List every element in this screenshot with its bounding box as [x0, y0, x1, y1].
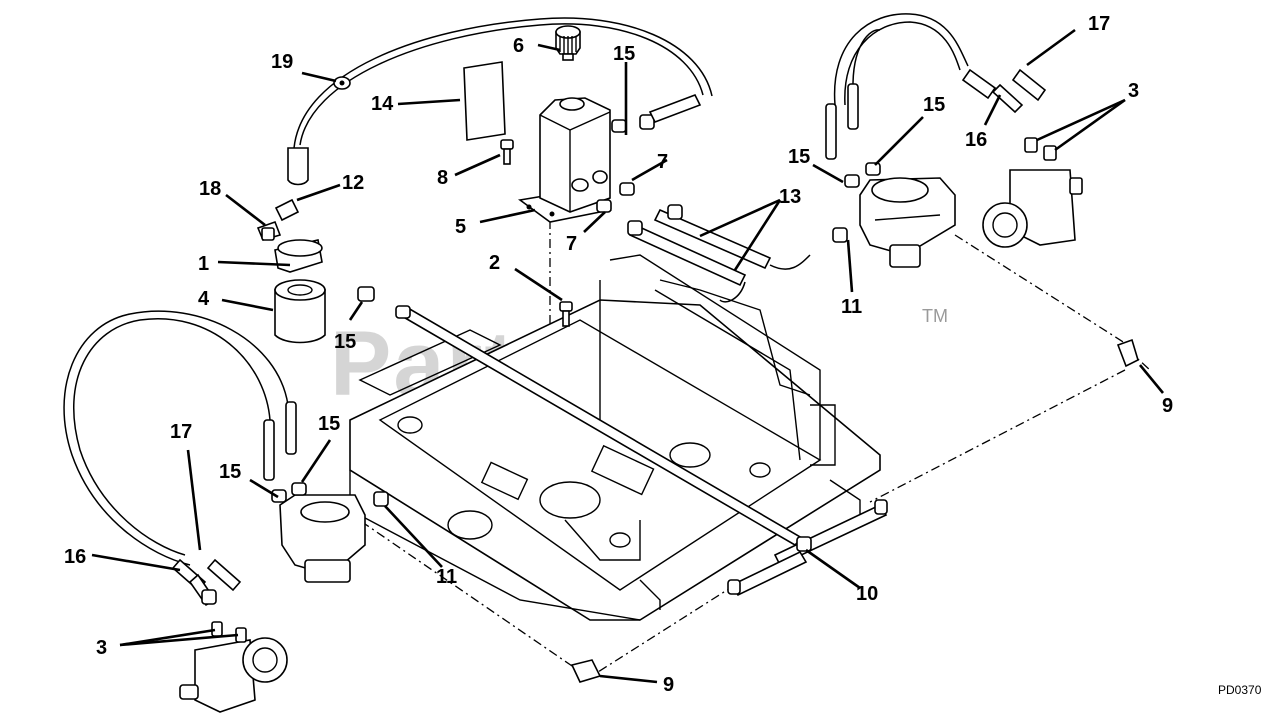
callout-9-a: 9: [1162, 395, 1173, 417]
decal-14: [463, 61, 506, 141]
callout-9-b: 9: [663, 674, 674, 696]
callout-6: 6: [513, 35, 524, 57]
callout-1: 1: [198, 253, 209, 275]
screw-8: [500, 139, 514, 165]
callout-17-b: 17: [170, 421, 192, 443]
callout-3-b: 3: [96, 637, 107, 659]
callout-11-b: 11: [436, 566, 457, 588]
callout-15-c: 15: [788, 146, 810, 168]
pump-left: [271, 482, 389, 583]
callout-4: 4: [198, 288, 210, 310]
fittings-right: [825, 68, 1057, 243]
callout-17-a: 17: [1088, 13, 1110, 35]
callout-5: 5: [455, 216, 466, 238]
callout-7-a: 7: [657, 151, 668, 173]
callout-15-b: 15: [334, 331, 356, 353]
callout-16-b: 16: [64, 546, 86, 568]
screw-2: [559, 301, 573, 327]
leader-lines: [91, 28, 1165, 684]
callout-8: 8: [437, 167, 448, 189]
callout-16-a: 16: [965, 129, 987, 151]
callout-19: 19: [271, 51, 293, 73]
filter-4: [274, 279, 326, 344]
tractor-frame: [349, 254, 881, 621]
callout-10: 10: [856, 583, 878, 605]
line-10: [395, 305, 888, 597]
callout-15-a: 15: [613, 43, 635, 65]
motor-right: [982, 169, 1083, 248]
callout-14: 14: [371, 93, 394, 115]
callout-11-a: 11: [841, 296, 862, 318]
lines-13: [627, 204, 811, 303]
callout-15-f: 15: [318, 413, 340, 435]
callout-13: 13: [779, 186, 801, 208]
callouts: 19 14 6 15 8 7 5 7 12 18 1 4 15 2 13 15 …: [64, 13, 1173, 696]
callout-2: 2: [489, 252, 500, 274]
watermark-trademark: TM: [922, 306, 948, 326]
fittings-left: [171, 401, 297, 607]
callout-15-e: 15: [219, 461, 241, 483]
elbows-9: [570, 338, 1139, 683]
callout-12: 12: [342, 172, 364, 194]
diagram-code: PD0370: [1218, 683, 1262, 697]
callout-15-d: 15: [923, 94, 945, 116]
filter-head-1: [274, 239, 323, 273]
fittings-center: [357, 93, 702, 302]
callout-18: 18: [199, 178, 221, 200]
reservoir-cap-6: [555, 25, 581, 61]
pump-right: [859, 177, 956, 268]
callout-7-b: 7: [566, 233, 577, 255]
hose-routes: [63, 13, 1151, 673]
callout-3-a: 3: [1128, 80, 1139, 102]
fitting-18: [256, 220, 282, 241]
washer-19: [333, 76, 351, 90]
hose-end-12: [274, 147, 309, 222]
motor-left: [179, 621, 288, 713]
